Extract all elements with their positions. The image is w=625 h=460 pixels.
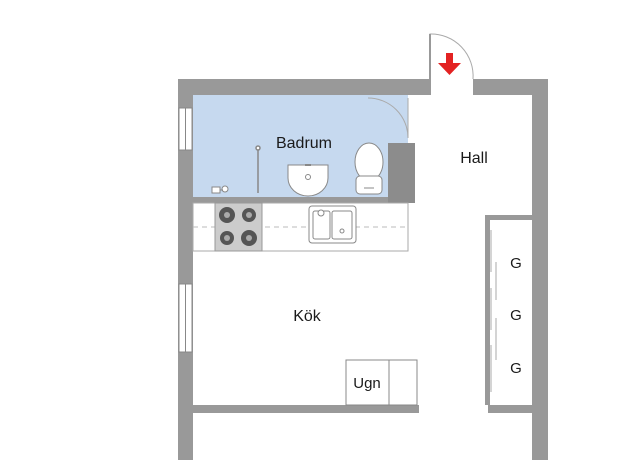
sink-icon bbox=[308, 205, 357, 244]
wardrobe-label: G bbox=[510, 360, 522, 377]
room-label-hall: Hall bbox=[460, 150, 488, 167]
exterior-walls bbox=[178, 79, 548, 460]
interior-walls bbox=[193, 143, 532, 413]
oven-label: Ugn bbox=[353, 375, 381, 392]
down-arrow-icon bbox=[438, 53, 461, 75]
room-label-bathroom: Badrum bbox=[276, 135, 332, 152]
shower-rod bbox=[255, 145, 261, 193]
shower-icon bbox=[211, 185, 229, 194]
oven bbox=[345, 359, 418, 406]
bathroom-door bbox=[367, 97, 409, 139]
washbasin-icon bbox=[287, 164, 329, 197]
wardrobe-label: G bbox=[510, 255, 522, 272]
wardrobe-doors bbox=[490, 230, 497, 392]
wardrobe-label: G bbox=[510, 307, 522, 324]
window-bathroom bbox=[178, 107, 193, 151]
toilet-icon bbox=[354, 142, 384, 195]
stove-icon bbox=[214, 202, 263, 252]
entrance-door bbox=[429, 33, 474, 95]
bathroom-wall-shaft bbox=[388, 143, 415, 203]
window-kitchen bbox=[178, 283, 193, 353]
room-label-kitchen: Kök bbox=[293, 308, 322, 325]
